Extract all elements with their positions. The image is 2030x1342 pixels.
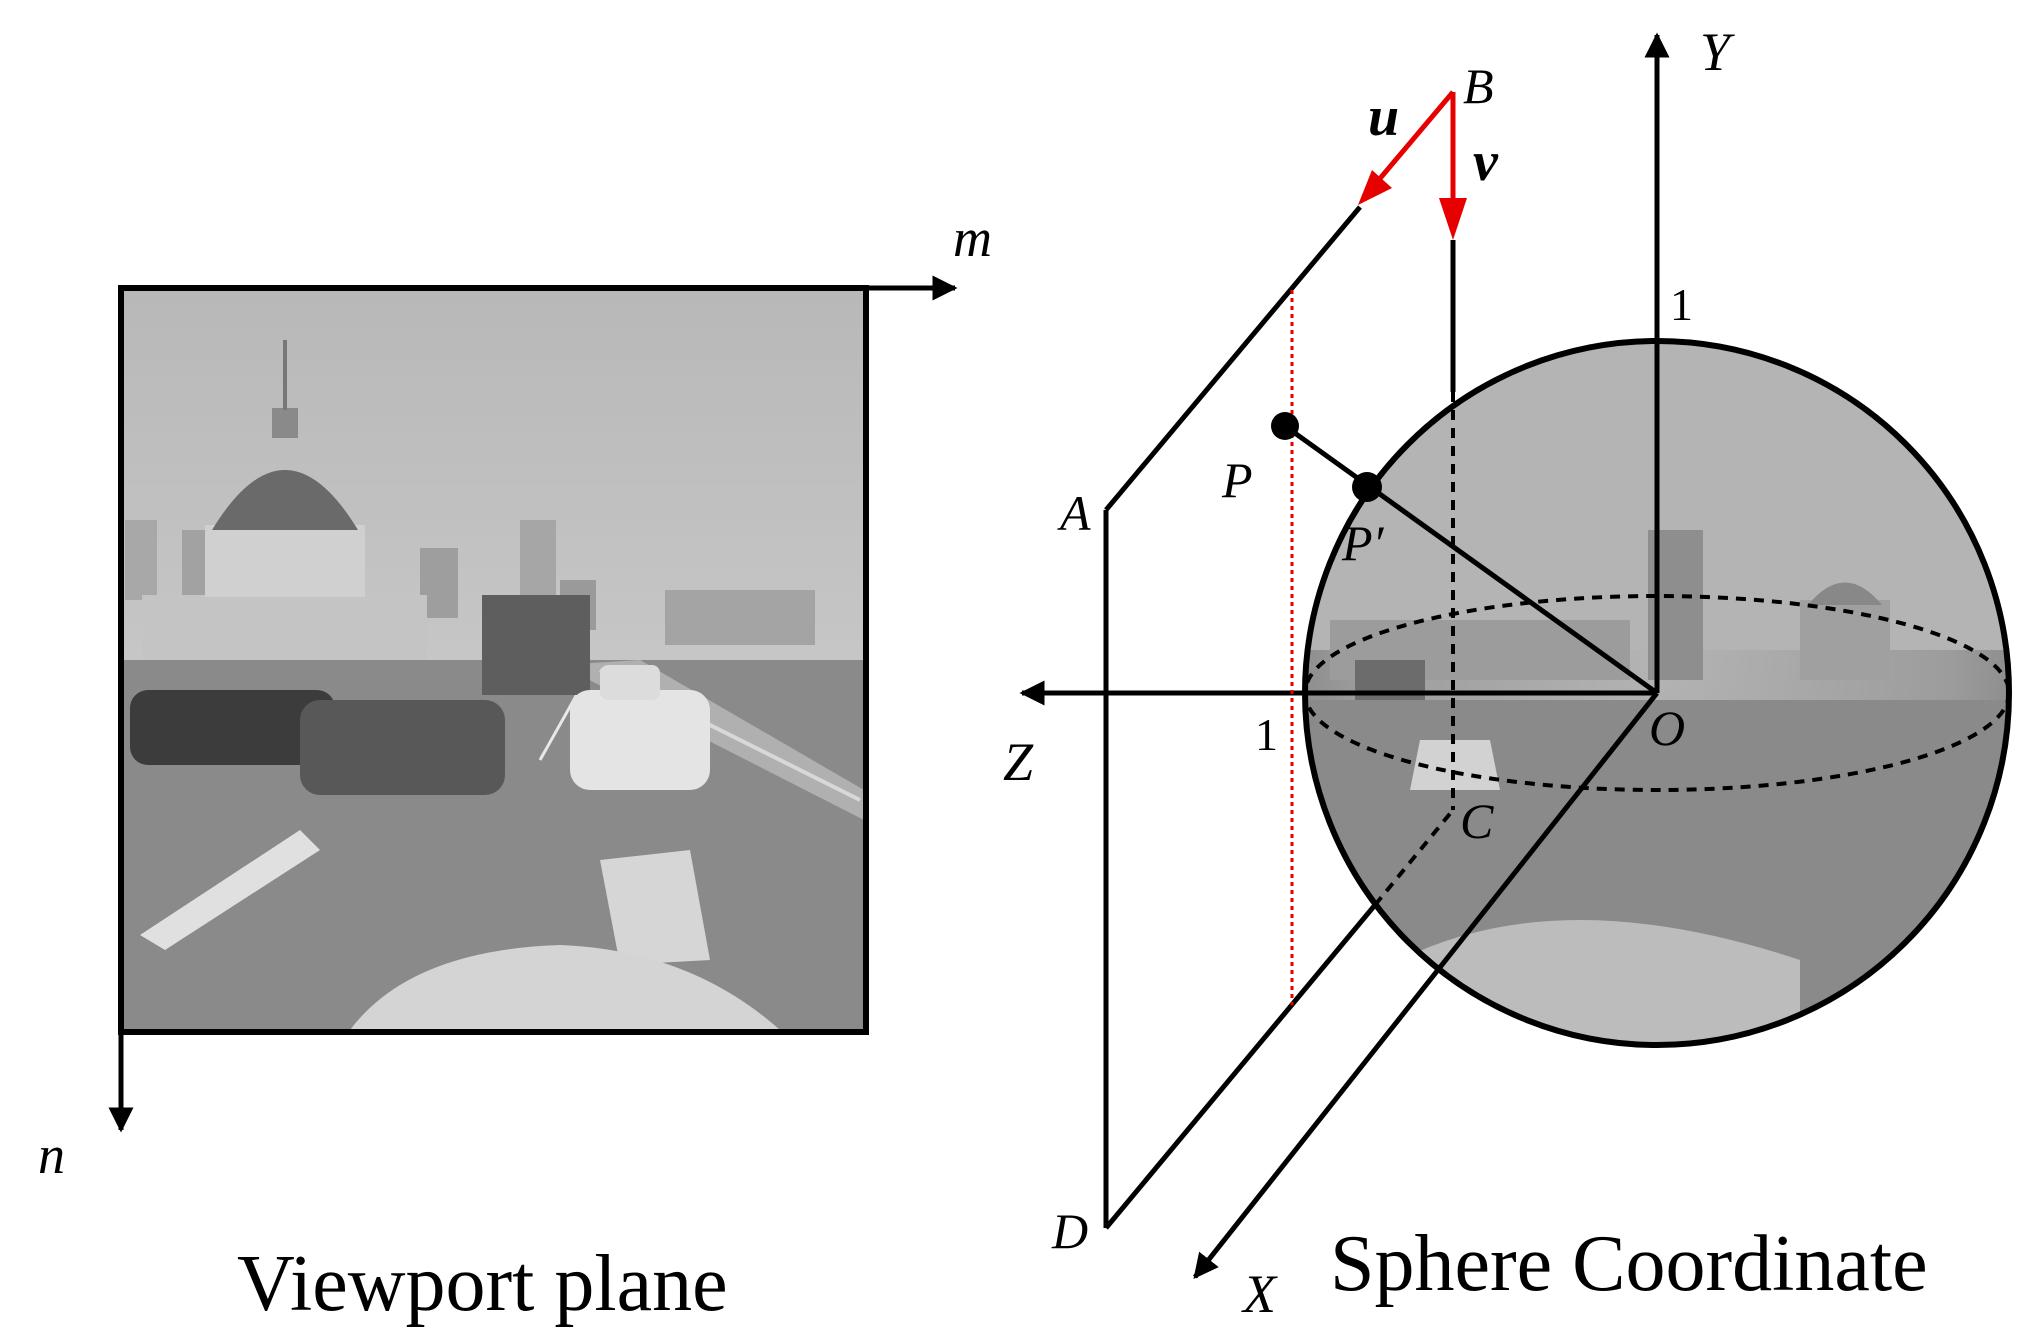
x-axis-label: X <box>1241 1264 1278 1324</box>
z-axis-label: Z <box>1003 732 1034 792</box>
tangent-plane <box>1103 205 1456 1230</box>
sphere-caption: Sphere Coordinate <box>1330 1220 1928 1308</box>
x-axis <box>1193 691 1659 1279</box>
z-tick-one: 1 <box>1255 709 1278 760</box>
street-photo-image <box>122 290 864 1030</box>
n-axis-label: n <box>38 1125 65 1185</box>
point-d-label: D <box>1051 1203 1088 1259</box>
point-a-label: A <box>1057 485 1091 541</box>
sphere-panel: Y Z X O 1 1 A B C D P P′ u v Sphere Coor… <box>1003 22 2012 1324</box>
y-tick-one: 1 <box>1670 279 1693 330</box>
point-p-prime-marker <box>1352 472 1382 502</box>
point-c-label: C <box>1460 793 1494 849</box>
viewport-frame <box>118 285 869 1035</box>
v-vector-arrowhead <box>1439 198 1467 240</box>
point-p-label: P <box>1221 452 1253 508</box>
origin-label: O <box>1649 700 1685 756</box>
m-axis-label: m <box>953 208 992 268</box>
v-vector-label: v <box>1473 131 1499 193</box>
u-vector-label: u <box>1368 86 1399 148</box>
basis-vectors <box>1358 90 1467 240</box>
u-vector <box>1370 90 1455 190</box>
viewport-panel: m n Viewport plane <box>38 208 992 1328</box>
point-b-label: B <box>1463 58 1494 114</box>
y-axis-label: Y <box>1700 22 1735 82</box>
u-vector-arrowhead <box>1358 170 1392 205</box>
p-to-origin-ray <box>1283 423 1659 696</box>
point-p-marker <box>1271 412 1299 440</box>
point-p-prime-label: P′ <box>1341 515 1385 571</box>
viewport-caption: Viewport plane <box>237 1240 728 1328</box>
